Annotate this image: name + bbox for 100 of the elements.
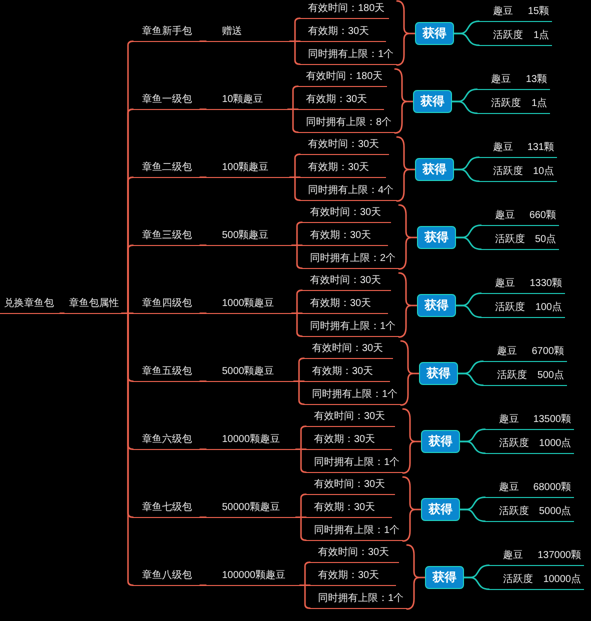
summary-box: 获得 [413,90,452,113]
summary-box: 获得 [415,22,454,45]
connector-line [451,100,478,114]
topic-value: 15颗 [528,5,549,19]
underlined-topic: 1000颗趣豆 [206,296,292,314]
topic-label: 活跃度 [491,96,521,111]
topic-label: 趣豆 [493,140,513,155]
connector-line [199,380,207,382]
connector-line [459,440,486,454]
topic-label: 活跃度 [495,300,525,315]
underlined-topic: 5000颗趣豆 [206,364,294,382]
summary-box: 获得 [417,226,456,249]
topic-label: 趣豆 [497,344,517,359]
underlined-topic: 章鱼新手包 [133,24,200,42]
underlined-topic: 100颗趣豆 [206,160,290,178]
underlined-topic: 同时拥有上限：2个 [302,251,399,269]
topic-value: 131颗 [527,141,554,155]
connector-line [199,516,207,518]
connector-line [199,40,207,42]
connector-line [459,508,486,522]
underlined-topic: 章鱼五级包 [133,364,200,382]
connector-line [199,108,207,110]
underlined-topic: 兑换章鱼包 [0,296,60,314]
summary-brace [396,136,416,202]
topic-value: 1点 [531,96,547,111]
summary-box: 获得 [421,498,460,521]
underlined-topic: 100000颗趣豆 [206,568,300,586]
topic-value: 6700颗 [532,345,564,359]
connector-line [463,576,490,590]
connector-line [121,312,134,586]
summary-box: 获得 [425,566,464,589]
topic-label: 活跃度 [497,368,527,383]
underlined-topic: 50000颗趣豆 [206,500,296,518]
topic-label: 活跃度 [499,436,529,451]
underlined-topic: 10颗趣豆 [206,92,288,110]
connector-line [453,168,480,182]
topic-value: 1330颗 [530,277,562,291]
connector-line [455,236,482,250]
topic-value: 13500颗 [533,413,571,427]
underlined-topic: 章鱼一级包 [133,92,200,110]
topic-label: 趣豆 [495,208,515,223]
topic-value: 500点 [537,368,564,383]
summary-brace [406,544,426,610]
topic-label: 趣豆 [499,412,519,427]
topic-value: 1000点 [539,436,572,451]
connector-line [199,312,207,314]
connector-line [291,244,303,269]
topic-value: 68000颗 [533,481,571,495]
summary-brace [398,272,418,338]
underlined-topic: 10000颗趣豆 [206,432,296,450]
topic-value: 5000点 [539,504,572,519]
underlined-topic: 同时拥有上限：1个 [306,455,403,473]
topic-label: 趣豆 [491,72,511,87]
connector-line [457,372,484,386]
underlined-topic: 500颗趣豆 [206,228,292,246]
underlined-topic: 章鱼二级包 [133,160,200,178]
topic-value: 13颗 [526,73,547,87]
summary-box: 获得 [415,158,454,181]
connector-line [59,312,65,314]
connector-line [199,584,207,586]
underlined-topic: 同时拥有上限：1个 [304,387,401,405]
underlined-topic: 章鱼四级包 [133,296,200,314]
summary-brace [396,0,416,66]
topic-value: 10000点 [543,572,581,587]
topic-value: 10点 [533,164,554,179]
topic-label: 趣豆 [495,276,515,291]
summary-box: 获得 [419,362,458,385]
summary-box: 获得 [417,294,456,317]
connector-line [199,176,207,178]
summary-brace [402,476,422,542]
underlined-topic: 同时拥有上限：8个 [298,115,395,133]
underlined-topic: 章鱼包属性 [64,296,122,314]
underlined-topic: 同时拥有上限：4个 [300,183,397,201]
connector-line [199,448,207,450]
connector-line [295,448,307,473]
summary-brace [400,340,420,406]
underlined-topic: 同时拥有上限：1个 [302,319,399,337]
summary-brace [402,408,422,474]
topic-value: 660颗 [529,209,556,223]
connector-line [453,32,480,46]
topic-label: 趣豆 [493,4,513,19]
summary-brace [398,204,418,270]
underlined-topic: 章鱼七级包 [133,500,200,518]
topic-label: 趣豆 [503,548,523,563]
topic-label: 活跃度 [499,504,529,519]
underlined-topic: 同时拥有上限：1个 [300,47,397,65]
topic-label: 活跃度 [493,28,523,43]
underlined-topic: 章鱼八级包 [133,568,200,586]
underlined-topic: 同时拥有上限：1个 [310,591,407,609]
topic-label: 趣豆 [499,480,519,495]
connector-line [199,244,207,246]
summary-brace [394,68,414,134]
topic-label: 活跃度 [503,572,533,587]
topic-value: 1点 [533,28,549,43]
connector-line [455,304,482,318]
underlined-topic: 赠送 [206,24,290,42]
underlined-topic: 同时拥有上限：1个 [306,523,403,541]
topic-label: 活跃度 [493,164,523,179]
topic-label: 活跃度 [495,232,525,247]
topic-value: 50点 [535,232,556,247]
